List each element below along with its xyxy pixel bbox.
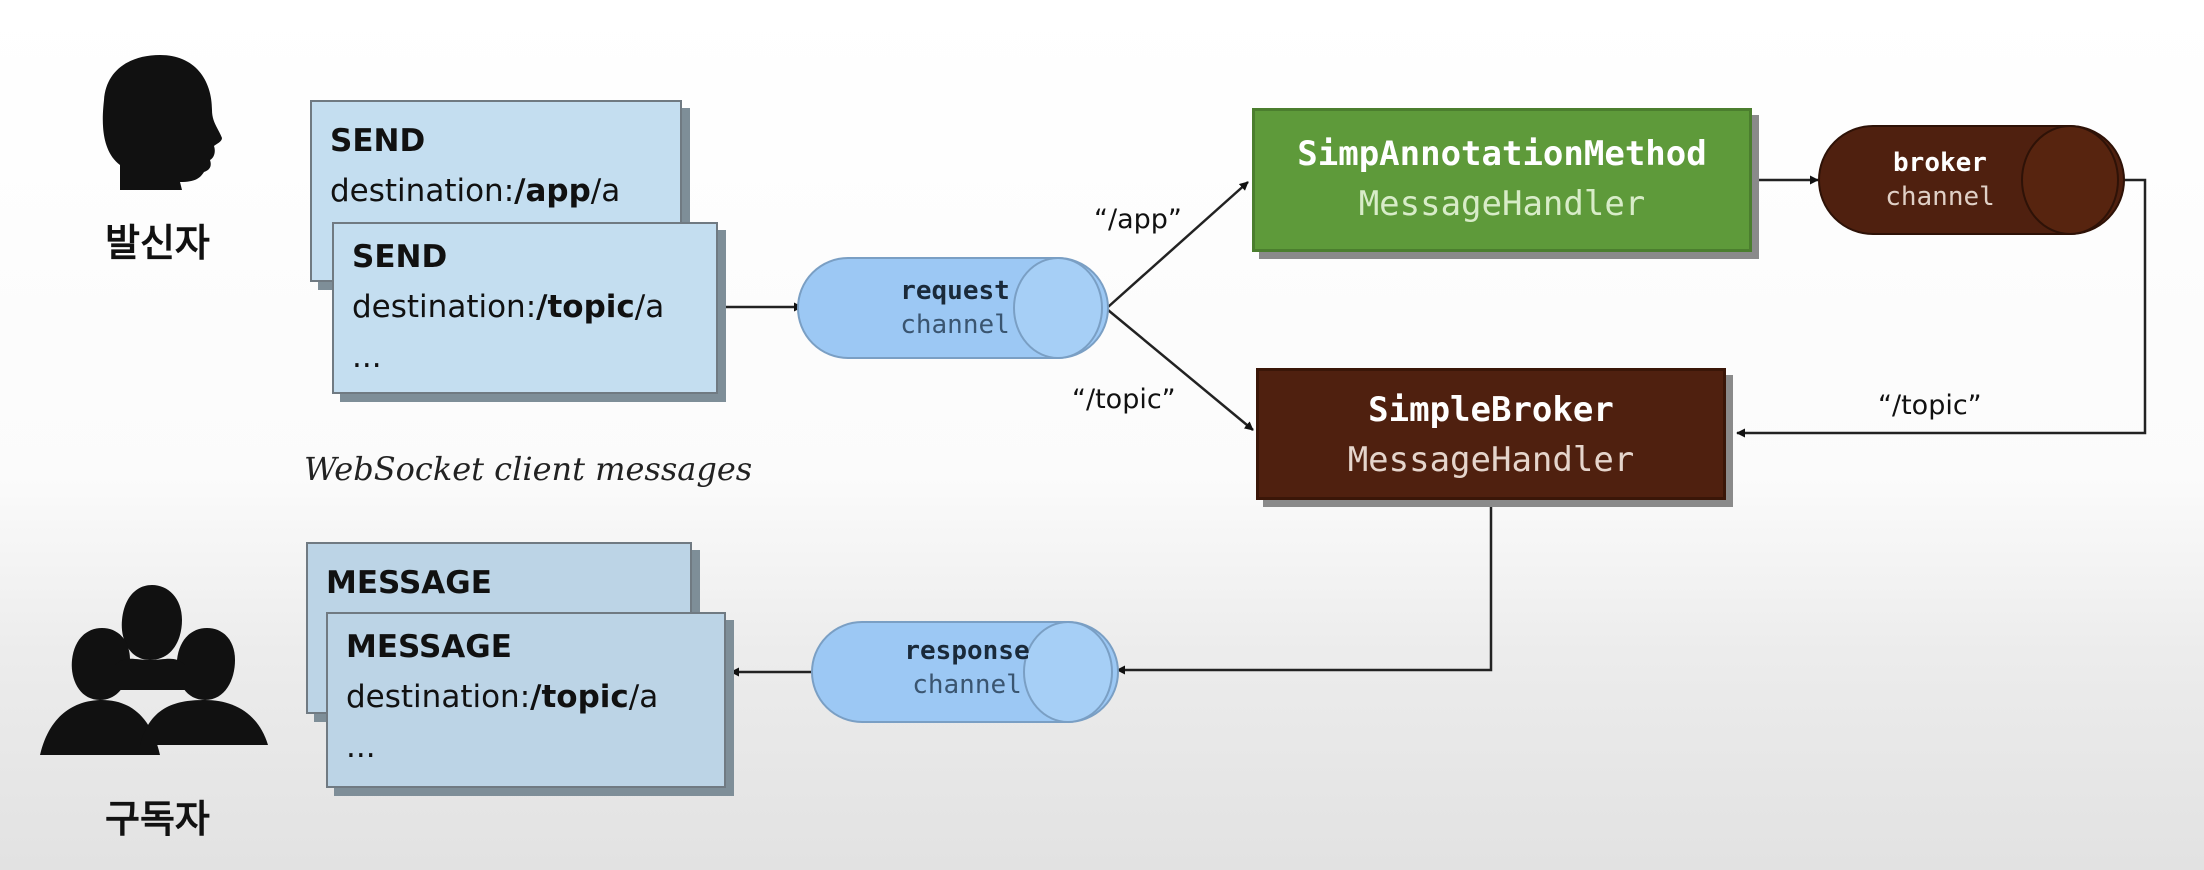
person-head-icon <box>102 55 222 190</box>
send-destination-back: destination:/app/a <box>330 173 621 209</box>
edge-label-topic-left: “/topic” <box>1072 384 1176 415</box>
send-command-front: SEND <box>352 239 448 275</box>
message-command-front: MESSAGE <box>346 629 512 665</box>
edge-label-app: “/app” <box>1094 204 1182 235</box>
response-channel-cylinder <box>811 621 1119 723</box>
send-message-card-front: SEND destination:/topic/a ... <box>332 222 718 394</box>
broker-channel-cylinder <box>1818 125 2125 235</box>
request-channel-cylinder <box>797 257 1109 359</box>
send-destination-front: destination:/topic/a <box>352 289 665 325</box>
arrow-simplebroker-to-response <box>1116 502 1493 675</box>
sender-label: 발신자 <box>105 221 210 265</box>
message-ellipsis: ... <box>346 729 376 765</box>
simp-annotation-method-handler: SimpAnnotationMethod MessageHandler <box>1252 108 1752 252</box>
broker-channel-label: broker channel <box>1885 148 1995 212</box>
arrow-broker-channel-to-simplebroker <box>1736 178 2147 438</box>
subscriber-label: 구독자 <box>105 797 210 841</box>
edge-label-topic-right: “/topic” <box>1878 390 1982 421</box>
send-ellipsis: ... <box>352 339 382 375</box>
simple-broker-message-handler: SimpleBroker MessageHandler <box>1256 368 1726 500</box>
send-command-back: SEND <box>330 123 426 159</box>
message-command-back: MESSAGE <box>326 565 492 601</box>
websocket-caption: WebSocket client messages <box>304 450 753 488</box>
message-card-front: MESSAGE destination:/topic/a ... <box>326 612 726 788</box>
response-channel-label: response channel <box>904 636 1030 700</box>
arrow-request-to-broker <box>1107 309 1254 431</box>
group-people-icon <box>40 585 268 755</box>
message-destination-front: destination:/topic/a <box>346 679 659 715</box>
request-channel-label: request channel <box>900 276 1010 340</box>
arrow-request-to-annotation <box>1107 181 1249 308</box>
